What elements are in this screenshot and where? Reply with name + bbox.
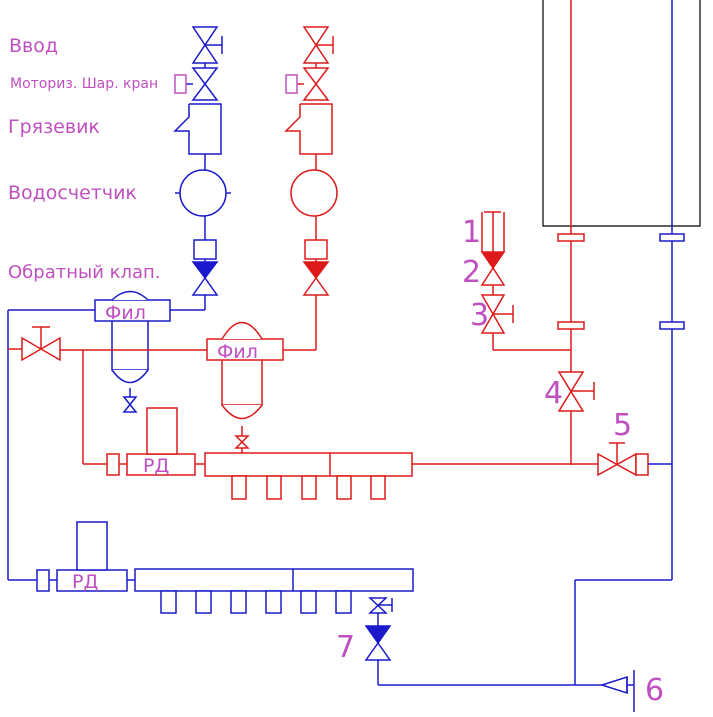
number-6: 6 (645, 673, 664, 708)
label-motor-valve: Моториз. Шар. кран (10, 76, 158, 92)
number-3: 3 (470, 298, 489, 333)
number-2: 2 (462, 255, 481, 290)
mud-filter (173, 103, 222, 155)
label-filter-1: Фил (105, 302, 146, 324)
label-water-meter: Водосчетчик (8, 182, 137, 204)
number-4: 4 (544, 376, 563, 411)
check-valve (191, 261, 219, 280)
hot-check-valve (302, 261, 330, 280)
hot-manifold (204, 452, 413, 477)
valve-7[interactable] (364, 625, 392, 645)
hot-water-meter (290, 169, 338, 217)
hot-motor-ball-valve[interactable] (302, 67, 330, 101)
hot-inlet-line (283, 26, 338, 351)
hot-distribution (8, 211, 672, 500)
water-meter (179, 169, 227, 217)
cold-distribution (7, 290, 672, 712)
label-mud-filter: Грязевик (8, 116, 100, 138)
label-filter-2: Фил (217, 341, 258, 363)
label-reducer-1: РД (143, 455, 169, 477)
valve-6[interactable] (599, 675, 628, 695)
number-7: 7 (336, 630, 355, 665)
label-vvod: Ввод (9, 35, 58, 57)
boiler-tank (542, 0, 701, 580)
number-labels: 1 2 3 4 5 6 7 (336, 215, 664, 708)
number-1: 1 (462, 215, 481, 250)
motor-ball-valve[interactable] (191, 67, 219, 101)
hot-mud-filter (284, 103, 333, 155)
valve-2[interactable] (480, 251, 506, 270)
label-check-valve: Обратный клап. (8, 262, 161, 283)
cold-inlet-line (170, 26, 231, 311)
label-reducer-2: РД (72, 571, 98, 593)
labels: Ввод Моториз. Шар. кран Грязевик Водосче… (8, 35, 258, 593)
cold-manifold (134, 568, 414, 592)
number-5: 5 (613, 408, 632, 443)
